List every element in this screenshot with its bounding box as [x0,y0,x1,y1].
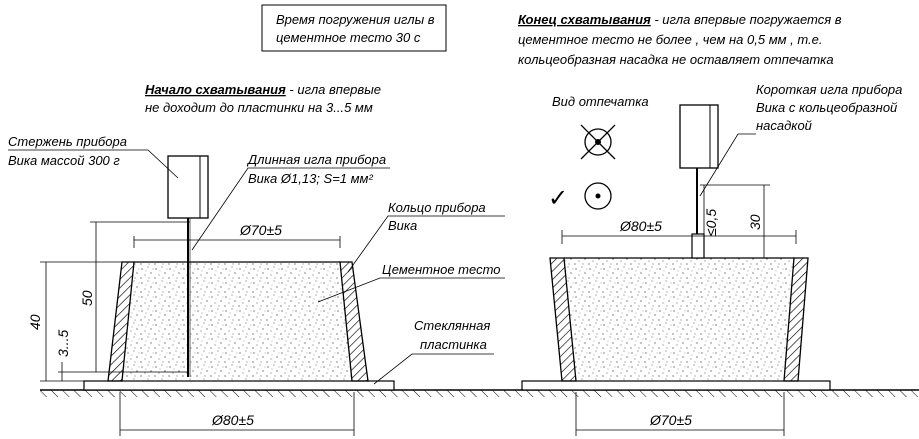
start-setting-line2: не доходит до пластинки на 3...5 мм [145,100,373,115]
short-needle-label: Короткая игла прибора Вика с кольцеобраз… [699,82,902,197]
ring-attachment [691,233,705,259]
left-top-dim-label: Ø70±5 [239,222,282,238]
right-top-dim-label: Ø80±5 [619,218,662,234]
imprint-crossed-icon [580,124,616,160]
plate-label: Стеклянная пластинка [373,318,494,385]
end-setting-line2: цементное тесто не более , чем на 0,5 мм… [518,32,823,47]
needle-label-line1: Длинная игла прибора [246,152,386,167]
height-30-dim: 30 [700,184,770,259]
height-50-dim: 50 [79,221,190,372]
height-40-label: 40 [27,314,43,330]
start-setting-text: Начало схватывания - игла впервые не дох… [145,82,381,115]
depth-label: ≤0,5 [703,209,719,236]
needle-label: Длинная игла прибора Вика Ø1,13; S=1 мм² [191,152,390,251]
height-30-label: 30 [747,214,763,230]
left-glass-plate [83,380,395,391]
right-rod [679,104,719,169]
imprint-view: Вид отпечатка ✓ [548,94,649,212]
short-needle-line3: насадкой [756,118,812,133]
gap-label: 3...5 [55,330,71,357]
right-bottom-dim-label: Ø70±5 [649,412,692,428]
height-50-label: 50 [79,290,95,306]
rod-label: Стержень прибора Вика массой 300 г [8,134,179,179]
svg-text:Конец схватывания - игла вперв: Конец схватывания - игла впервые погружа… [518,12,842,27]
left-bottom-dim-label: Ø80±5 [211,412,254,428]
right-top-dim: Ø80±5 [561,218,797,244]
short-needle-line2: Вика с кольцеобразной [756,100,897,115]
right-ring-wall-left [549,257,577,382]
plate-label-line1: Стеклянная [414,318,490,333]
right-cement-paste [564,258,794,381]
left-ring-wall-left [107,261,135,382]
end-setting-title: Конец схватывания [518,12,651,27]
gap-dim: 3...5 [55,330,188,381]
needle-label-line2: Вика Ø1,13; S=1 мм² [248,171,373,186]
height-40-dim: 40 [27,261,122,382]
left-bottom-dim: Ø80±5 [119,392,355,436]
ring-label-line1: Кольцо прибора [388,200,486,215]
left-ring-wall-right [339,261,369,382]
end-setting-line1: - игла впервые погружается в [651,12,842,27]
left-cement-paste [122,262,352,381]
time-box-line1: Время погружения иглы в [276,12,435,27]
time-box: Время погружения иглы в цементное тесто … [261,4,447,52]
plate-label-line2: пластинка [420,337,487,352]
start-setting-title: Начало схватывания [145,82,286,97]
svg-text:Начало схватывания - игла впер: Начало схватывания - игла впервые [145,82,381,97]
time-box-line2: цементное тесто 30 с [276,30,421,45]
ring-label: Кольцо прибора Вика [347,200,505,273]
rod-label-line1: Стержень прибора [8,134,127,149]
imprint-title: Вид отпечатка [552,94,649,109]
end-setting-line3: кольцеобразная насадка не оставляет отпе… [518,52,834,67]
left-rod [167,155,209,219]
paste-label: Цементное тесто [317,262,505,303]
left-top-dim: Ø70±5 [133,222,341,248]
right-bottom-dim: Ø70±5 [575,392,785,436]
rod-label-line2: Вика массой 300 г [8,153,120,168]
short-needle-line1: Короткая игла прибора [756,82,902,97]
imprint-ok-icon [584,182,612,210]
depth-dim: ≤0,5 [703,185,719,258]
ground [40,389,919,397]
check-mark-icon: ✓ [548,185,568,212]
paste-label-text: Цементное тесто [382,262,501,277]
ring-label-line2: Вика [388,218,417,233]
right-glass-plate [521,380,831,391]
right-ring-wall-right [783,257,809,382]
end-setting-text: Конец схватывания - игла впервые погружа… [518,12,842,67]
start-setting-line1: - игла впервые [286,82,381,97]
